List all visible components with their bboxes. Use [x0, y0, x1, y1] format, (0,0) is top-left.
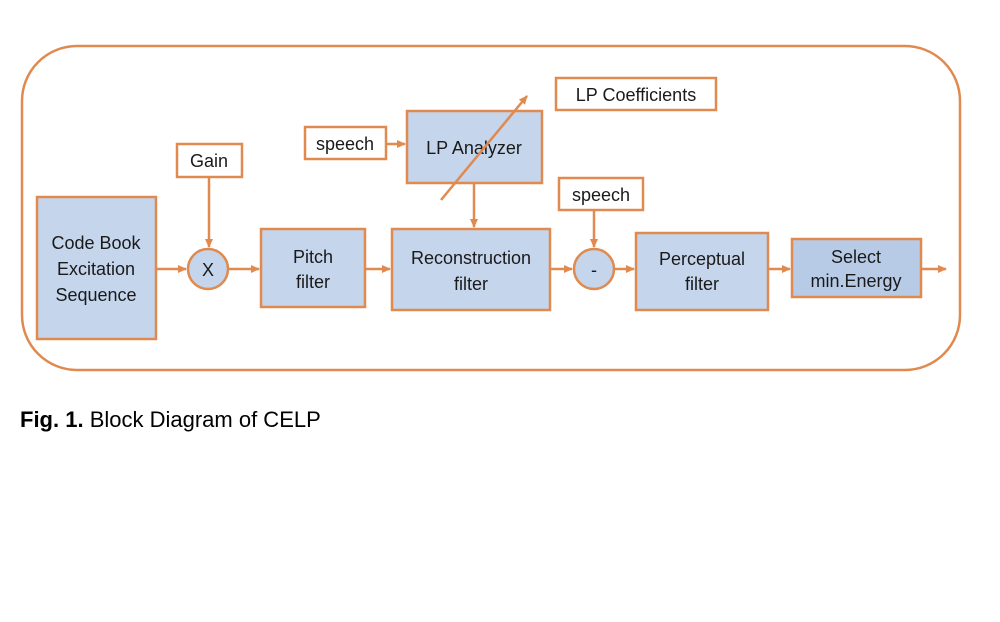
pitch-label-2: filter: [296, 272, 330, 292]
pitch-filter-block: Pitch filter: [259, 227, 367, 309]
lp-coefficients-label: LP Coefficients: [576, 85, 696, 105]
subtractor-label: -: [591, 260, 597, 280]
select-label-2: min.Energy: [810, 271, 901, 291]
select-label-1: Select: [831, 247, 881, 267]
lp-analyzer-label: LP Analyzer: [426, 138, 522, 158]
caption-label: Fig. 1.: [20, 407, 84, 432]
perceptual-label-1: Perceptual: [659, 249, 745, 269]
lp-coefficients-block: LP Coefficients: [554, 76, 718, 112]
select-min-energy-block: Select min.Energy: [790, 237, 923, 299]
reconstruction-label-1: Reconstruction: [411, 248, 531, 268]
perceptual-filter-block: Perceptual filter: [634, 231, 770, 312]
figure-caption: Fig. 1. Block Diagram of CELP: [20, 407, 321, 433]
subtractor-node: -: [572, 247, 616, 291]
reconstruction-filter-block: Reconstruction filter: [390, 227, 552, 312]
caption-text: Block Diagram of CELP: [89, 407, 321, 432]
multiplier-label: X: [202, 260, 214, 280]
speech-input-top: speech: [303, 125, 388, 161]
codebook-block: Code Book Excitation Sequence: [35, 195, 158, 341]
lp-analyzer-block: LP Analyzer: [405, 109, 544, 185]
codebook-label-3: Sequence: [55, 285, 136, 305]
perceptual-label-2: filter: [685, 274, 719, 294]
gain-block: Gain: [175, 142, 244, 179]
speech-input-mid: speech: [557, 176, 645, 212]
codebook-label-1: Code Book: [51, 233, 141, 253]
multiplier-node: X: [186, 247, 230, 291]
reconstruction-label-2: filter: [454, 274, 488, 294]
speech-mid-label: speech: [572, 185, 630, 205]
outer-frame: [20, 44, 962, 372]
celp-block-diagram: Code Book Excitation Sequence Gain X Pit…: [20, 44, 962, 372]
speech-top-label: speech: [316, 134, 374, 154]
pitch-label-1: Pitch: [293, 247, 333, 267]
codebook-label-2: Excitation: [57, 259, 135, 279]
gain-label: Gain: [190, 151, 228, 171]
arrow-lp-coefficients-diagonal: [440, 95, 528, 201]
